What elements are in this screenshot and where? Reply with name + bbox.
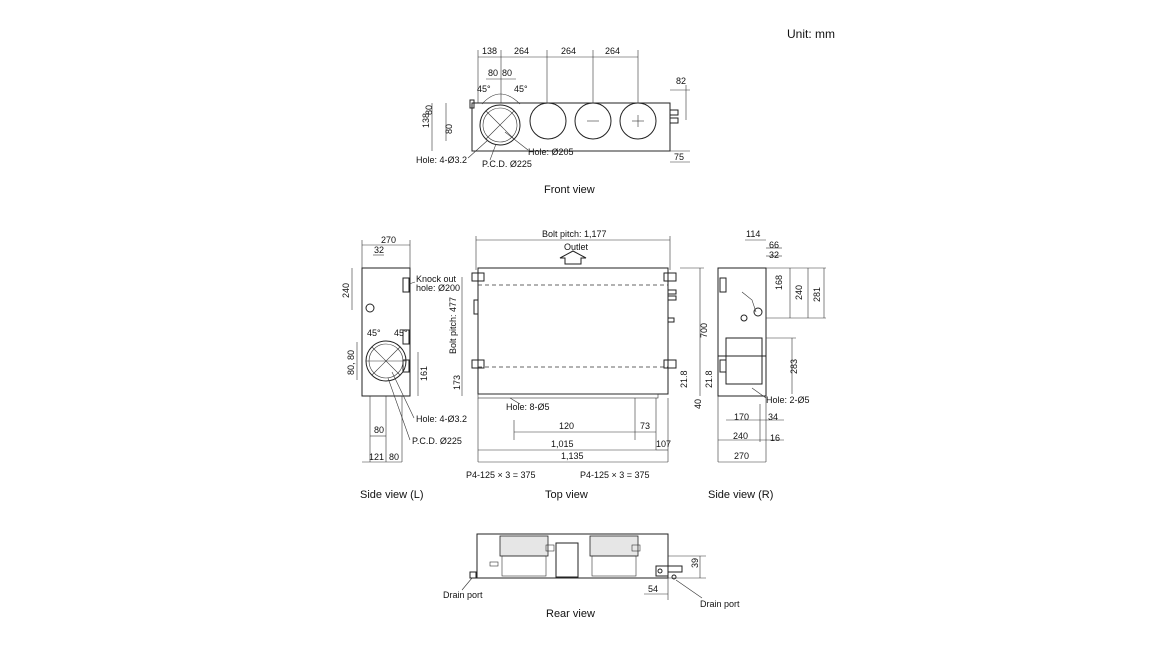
front-pcd-label: P.C.D. Ø225 xyxy=(482,159,532,169)
svg-text:80, 80: 80, 80 xyxy=(346,350,356,375)
svg-text:283: 283 xyxy=(789,359,799,374)
top-pitch-right: P4-125 × 3 = 375 xyxy=(580,470,650,480)
svg-text:Bolt pitch: 1,177: Bolt pitch: 1,177 xyxy=(542,229,607,239)
front-hole-205-label: Hole: Ø205 xyxy=(528,147,574,157)
front-hole-4-label: Hole: 4-Ø3.2 xyxy=(416,155,467,165)
top-view-body xyxy=(477,267,669,395)
top-view: Outlet Bolt pitch: 1,177 Bolt pitch: 477… xyxy=(448,229,709,501)
side-left-caption: Side view (L) xyxy=(360,489,424,501)
svg-text:240: 240 xyxy=(794,285,804,300)
duct-opening-1 xyxy=(479,104,521,146)
svg-text:54: 54 xyxy=(648,584,658,594)
outlet-label: Outlet xyxy=(564,242,589,252)
svg-text:73: 73 xyxy=(640,421,650,431)
svg-text:1,135: 1,135 xyxy=(561,451,584,461)
side-right-caption: Side view (R) xyxy=(708,489,773,501)
svg-text:80: 80 xyxy=(502,68,512,78)
svg-text:32: 32 xyxy=(769,250,779,260)
top-view-caption: Top view xyxy=(545,489,588,501)
unit-label: Unit: mm xyxy=(787,27,835,41)
svg-text:21.8: 21.8 xyxy=(679,370,689,388)
knock-out-label: Knock out xyxy=(416,274,457,284)
svg-text:270: 270 xyxy=(381,235,396,245)
side-view-right: 114 66 32 168 240 281 283 21.8 Hole: 2-Ø… xyxy=(704,229,826,501)
top-hole-label: Hole: 8-Ø5 xyxy=(506,402,550,412)
svg-text:240: 240 xyxy=(733,431,748,441)
side-right-body xyxy=(717,267,767,397)
front-view: 138 264 264 264 80 80 45° 45° 82 138 80 … xyxy=(416,46,690,196)
svg-text:40: 40 xyxy=(693,399,703,409)
side-left-hole-label: Hole: 4-Ø3.2 xyxy=(416,414,467,424)
side-right-hole-label: Hole: 2-Ø5 xyxy=(766,395,810,405)
svg-text:281: 281 xyxy=(812,287,822,302)
svg-text:32: 32 xyxy=(374,245,384,255)
svg-text:240: 240 xyxy=(341,283,351,298)
svg-text:264: 264 xyxy=(561,46,576,56)
svg-text:168: 168 xyxy=(774,275,784,290)
svg-text:264: 264 xyxy=(514,46,529,56)
svg-text:66: 66 xyxy=(769,240,779,250)
rear-view: 39 54 Drain port Drain port Rear view xyxy=(443,533,740,620)
svg-text:80: 80 xyxy=(424,105,434,115)
svg-text:80: 80 xyxy=(389,452,399,462)
svg-text:121: 121 xyxy=(369,452,384,462)
svg-text:114: 114 xyxy=(746,229,760,239)
svg-text:82: 82 xyxy=(676,76,686,86)
svg-text:34: 34 xyxy=(768,412,778,422)
svg-text:170: 170 xyxy=(734,412,749,422)
side-left-pcd-label: P.C.D. Ø225 xyxy=(412,436,462,446)
side-view-left: 270 32 240 80, 80 161 45° 45° 80 121 80 … xyxy=(341,235,467,501)
rear-drain-right: Drain port xyxy=(700,599,740,609)
rear-view-caption: Rear view xyxy=(546,608,595,620)
svg-text:138: 138 xyxy=(482,46,497,56)
svg-text:21.8: 21.8 xyxy=(704,370,714,388)
svg-text:173: 173 xyxy=(452,375,462,390)
svg-text:161: 161 xyxy=(419,366,429,381)
svg-text:264: 264 xyxy=(605,46,620,56)
svg-text:45°: 45° xyxy=(477,84,491,94)
rear-drain-left: Drain port xyxy=(443,590,483,600)
duct-opening-2 xyxy=(529,102,567,140)
svg-text:270: 270 xyxy=(734,451,749,461)
svg-text:700: 700 xyxy=(699,323,709,338)
svg-text:45°: 45° xyxy=(394,328,408,338)
svg-text:80: 80 xyxy=(374,425,384,435)
svg-text:39: 39 xyxy=(690,558,700,568)
svg-text:16: 16 xyxy=(770,433,780,443)
svg-text:1,015: 1,015 xyxy=(551,439,574,449)
front-view-caption: Front view xyxy=(544,184,595,196)
svg-text:45°: 45° xyxy=(367,328,381,338)
outlet-arrow-icon xyxy=(559,250,587,265)
svg-text:80: 80 xyxy=(444,124,454,134)
svg-text:107: 107 xyxy=(656,439,671,449)
svg-text:80: 80 xyxy=(488,68,498,78)
svg-text:138: 138 xyxy=(421,113,431,128)
svg-text:120: 120 xyxy=(559,421,574,431)
top-pitch-left: P4-125 × 3 = 375 xyxy=(466,470,536,480)
svg-text:75: 75 xyxy=(674,152,684,162)
svg-text:Bolt pitch: 477: Bolt pitch: 477 xyxy=(448,297,458,354)
knock-out-hole-label: hole: Ø200 xyxy=(416,283,460,293)
svg-text:45°: 45° xyxy=(514,84,528,94)
